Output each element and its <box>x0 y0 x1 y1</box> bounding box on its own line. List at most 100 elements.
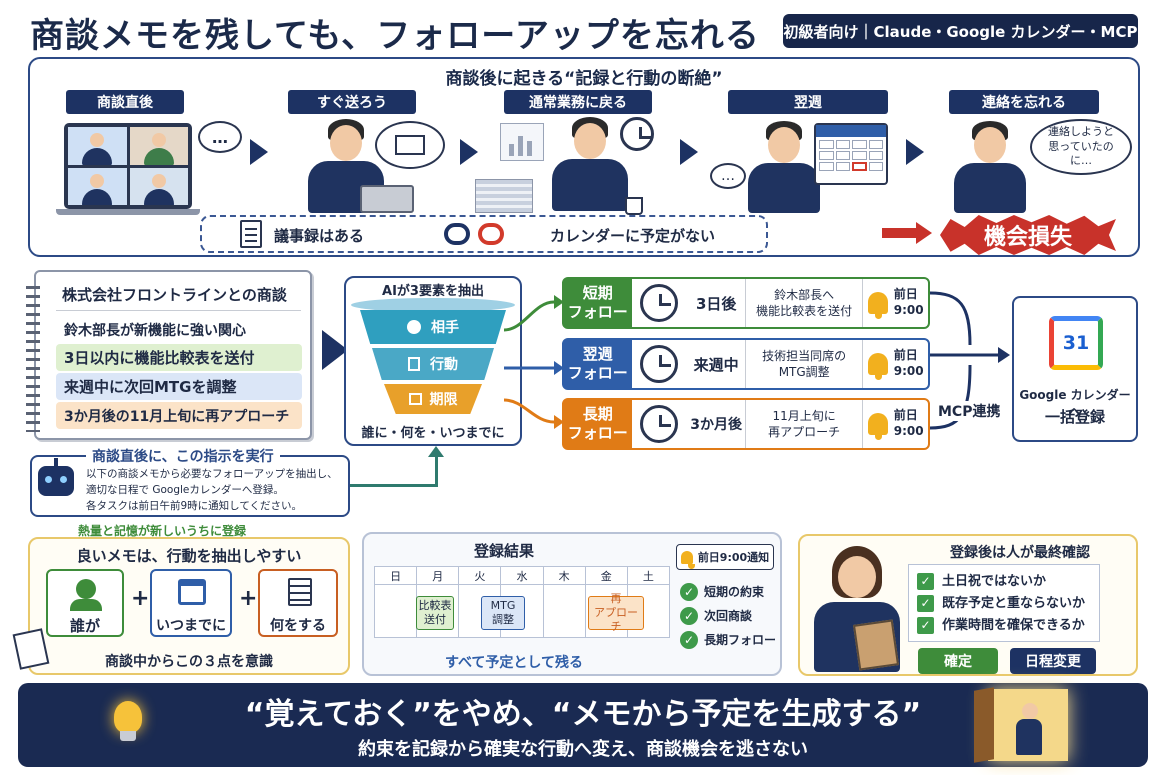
day-thu: 木 <box>542 566 586 585</box>
thinking-man-illustration <box>740 121 830 213</box>
result-heading: 登録結果 <box>473 542 534 560</box>
bell-icon <box>680 550 695 569</box>
branch-arrowhead-long <box>554 415 564 429</box>
check-item-3: ✓長期フォロー <box>680 628 776 652</box>
good-memo-footer: 商談中からこの３点を意識 <box>105 654 273 670</box>
notice-text: 前日9:00通知 <box>697 551 770 564</box>
calendar-small-icon <box>408 393 422 405</box>
speech-bubble: … <box>198 121 242 153</box>
branch-arrow-short <box>504 300 555 332</box>
red-arrow-head <box>916 222 932 244</box>
regret-bubble: 連絡しようと思っていたのに… <box>1030 119 1132 175</box>
flow-arrow-3 <box>680 139 698 165</box>
instruction-connector <box>350 484 438 487</box>
followup-desc-line1: 鈴木部長へ <box>774 287 835 302</box>
reschedule-button[interactable]: 日程変更 <box>1010 648 1096 674</box>
memo-line-2: 3日以内に機能比較表を送付 <box>56 344 302 371</box>
laptop-icon <box>360 185 414 213</box>
event-comparison[interactable]: 比較表送付 <box>416 596 454 630</box>
notify-time: 9:00 <box>893 424 924 438</box>
event-line1: 再 <box>610 591 622 605</box>
memo-line-3: 来週中に次回MTGを調整 <box>56 373 302 400</box>
mcp-label: MCP連携 <box>936 401 1003 421</box>
confirm-item-2[interactable]: ✓既存予定と重ならないか <box>917 593 1091 615</box>
followup-tag-short: 短期フォロー <box>564 279 632 327</box>
confirm-item-3[interactable]: ✓ 作業時間を確保できるか <box>917 615 1091 637</box>
confirm-item-1[interactable]: ✓土日祝ではないか <box>917 571 1091 593</box>
followup-desc-line1: 11月上旬に <box>772 408 836 423</box>
funnel-footer: 誰に・何を・いつまでに <box>361 426 505 441</box>
flow-arrow-4 <box>906 139 924 165</box>
check-item-1: ✓短期の約束 <box>680 580 776 604</box>
followup-desc-line2: MTG調整 <box>778 365 830 379</box>
bell-icon <box>867 353 888 380</box>
funnel-layer-action: 行動 <box>372 348 494 380</box>
when-card: いつまでに <box>150 569 232 637</box>
who-label: 誰が <box>69 617 100 635</box>
page-title: 商談メモを残しても、フォローアップを忘れる <box>30 16 760 56</box>
thought-bubble: … <box>710 163 746 189</box>
funnel-heading: AIが3要素を抽出 <box>382 284 484 299</box>
exit-door-icon <box>974 687 1068 763</box>
confirm-checklist: ✓土日祝ではないか ✓既存予定と重ならないか ✓ 作業時間を確保できるか <box>908 564 1100 642</box>
calendar-icon <box>178 579 206 605</box>
confirm-button[interactable]: 確定 <box>918 648 998 674</box>
followup-tag-line2: フォロー <box>567 364 628 382</box>
mcp-line-short <box>930 291 972 346</box>
gcal-box: 31 Google カレンダーへ 一括登録 <box>1012 296 1138 442</box>
checklist-icon <box>408 357 420 371</box>
check-icon: ✓ <box>680 607 698 625</box>
checkbox-checked-icon: ✓ <box>917 616 934 634</box>
memo-divider <box>56 310 301 311</box>
day-sun: 日 <box>373 566 418 585</box>
funnel-layer-deadline: 期限 <box>384 384 482 414</box>
event-line2: 調整 <box>492 613 514 626</box>
clock-icon <box>632 279 688 327</box>
day-fri: 金 <box>584 566 628 585</box>
followup-timing: 3か月後 <box>690 417 743 433</box>
reviewer-illustration <box>808 546 908 674</box>
plus-sign-2: + <box>239 586 258 611</box>
step-label-2: すぐ送ろう <box>288 90 416 114</box>
audience-tagline: 初級者向け｜Claude・Google カレンダー・MCP <box>783 14 1138 48</box>
day-sat: 土 <box>626 566 671 585</box>
instruction-heading: 商談直後に、この指示を実行 <box>86 446 280 466</box>
notify-time: 9:00 <box>893 364 924 378</box>
funnel-top <box>351 298 515 312</box>
step-label-3: 通常業務に戻る <box>504 90 652 114</box>
gcal-line-1: Google カレンダーへ <box>1019 388 1131 419</box>
robot-icon <box>38 458 74 496</box>
what-label: 何をする <box>270 618 326 634</box>
good-memo-heading: 良いメモは、行動を抽出しやすい <box>76 547 302 565</box>
event-line2: アプローチ <box>594 605 638 634</box>
event-reapproach[interactable]: 再アプローチ <box>588 592 644 633</box>
confirm-item-label: 作業時間を確保できるか <box>942 618 1085 633</box>
notify-day: 前日 <box>893 287 918 302</box>
event-line1: 比較表 <box>418 598 452 612</box>
step-label-4: 翌週 <box>728 90 888 114</box>
chart-board-icon <box>500 123 544 161</box>
document-icon <box>240 220 262 248</box>
paper-stack-icon <box>475 179 533 213</box>
clock-icon <box>632 400 688 448</box>
followup-desc-line2: 機能比較表を送付 <box>756 304 853 318</box>
instruction-line-1: 以下の商談メモから必要なフォローアップを抽出し、 <box>86 468 338 480</box>
minutes-text: 議事録はある <box>274 227 365 245</box>
laptop-base <box>56 209 200 215</box>
check-item-2: ✓次回商談 <box>680 604 776 628</box>
coffee-mug-icon <box>625 197 643 215</box>
check-icon: ✓ <box>680 583 698 601</box>
person-icon <box>407 320 421 334</box>
memo-line-1: 鈴木部長が新機能に強い関心 <box>64 322 246 339</box>
day-wed: 水 <box>500 566 544 585</box>
wall-clock-icon <box>620 117 654 151</box>
flow-heading: 商談後に起きる“記録と行動の断絶” <box>445 69 723 89</box>
checkbox-checked-icon: ✓ <box>917 594 934 612</box>
mail-bubble-icon <box>375 121 445 169</box>
notice-badge: 前日9:00通知 <box>676 544 774 570</box>
